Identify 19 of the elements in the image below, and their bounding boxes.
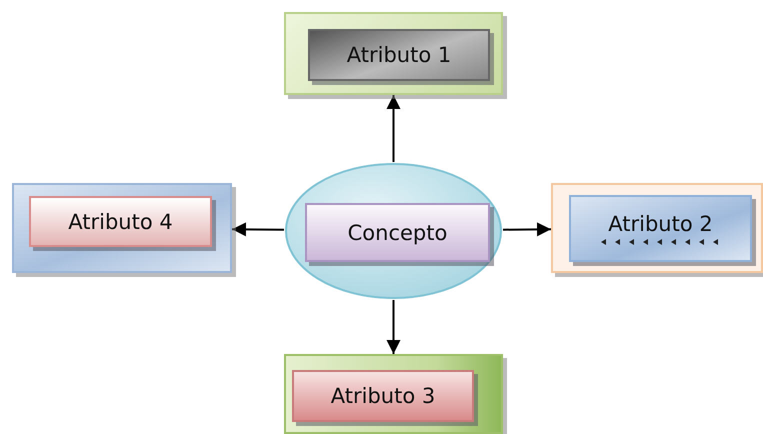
attribute-box [308, 29, 490, 81]
frame-box [284, 354, 503, 434]
attribute-box [305, 203, 490, 262]
box-label: Atributo 3 [330, 384, 436, 408]
attribute-box [569, 195, 752, 262]
ellipse-shape [284, 162, 503, 300]
box-label: Atributo 2 [608, 212, 713, 236]
frame-box [12, 183, 232, 273]
arrow [386, 300, 400, 354]
attribute-box [29, 196, 212, 247]
box-label: Atributo 4 [68, 210, 173, 234]
box-label: Atributo 1 [346, 43, 452, 67]
box-label: Concepto [348, 220, 448, 244]
arrow [386, 95, 400, 162]
arrow [502, 222, 552, 236]
attribute-box [292, 370, 474, 422]
frame-box [551, 183, 763, 273]
arrow [232, 222, 284, 236]
frame-box [284, 12, 503, 95]
